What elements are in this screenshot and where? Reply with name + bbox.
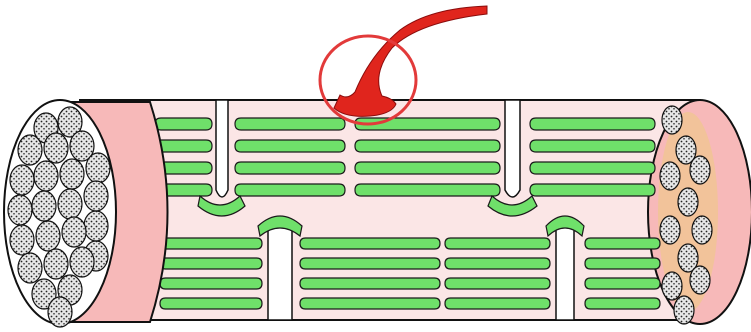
- myofibril: [692, 216, 712, 244]
- reticulum-band: [585, 258, 660, 269]
- myofibril: [660, 216, 680, 244]
- myofibril: [10, 165, 34, 195]
- myofibril: [44, 249, 68, 279]
- reticulum-band: [160, 258, 262, 269]
- myofibril: [662, 106, 682, 134]
- myofibril: [84, 211, 108, 241]
- reticulum-band: [300, 298, 440, 309]
- myofibril: [10, 225, 34, 255]
- reticulum-band: [530, 118, 655, 130]
- reticulum-band: [445, 278, 550, 289]
- transverse-tubule: [268, 220, 292, 320]
- myofibril: [70, 247, 94, 277]
- myofibril: [18, 253, 42, 283]
- reticulum-band: [300, 238, 440, 249]
- reticulum-band: [445, 298, 550, 309]
- reticulum-band: [300, 278, 440, 289]
- reticulum-band: [300, 258, 440, 269]
- myofibril: [36, 221, 60, 251]
- reticulum-band: [355, 184, 500, 196]
- reticulum-band: [160, 298, 262, 309]
- reticulum-band: [530, 140, 655, 152]
- reticulum-band: [235, 140, 345, 152]
- reticulum-band: [585, 238, 660, 249]
- myofibril: [18, 135, 42, 165]
- reticulum-band: [445, 258, 550, 269]
- myofibril: [60, 159, 84, 189]
- myofibril: [62, 217, 86, 247]
- myofibril: [58, 189, 82, 219]
- myofibril: [690, 266, 710, 294]
- myofibril: [86, 153, 110, 183]
- reticulum-band: [585, 278, 660, 289]
- reticulum-band: [235, 118, 345, 130]
- reticulum-band: [530, 184, 655, 196]
- myofibril: [690, 156, 710, 184]
- reticulum-band: [155, 118, 212, 130]
- myofibril: [660, 162, 680, 190]
- myofibril: [84, 181, 108, 211]
- myofibril: [32, 191, 56, 221]
- transverse-tubule: [556, 220, 574, 320]
- myofibril: [662, 272, 682, 300]
- reticulum-band: [355, 162, 500, 174]
- myofibril: [674, 296, 694, 324]
- myofibril: [44, 133, 68, 163]
- transverse-tubule: [505, 100, 520, 197]
- reticulum-band: [530, 162, 655, 174]
- myofibril: [34, 161, 58, 191]
- transverse-tubule: [216, 100, 228, 197]
- reticulum-band: [235, 162, 345, 174]
- reticulum-band: [235, 184, 345, 196]
- reticulum-band: [155, 140, 212, 152]
- myofibril: [8, 195, 32, 225]
- reticulum-band: [160, 238, 262, 249]
- reticulum-band: [355, 140, 500, 152]
- reticulum-band: [160, 278, 262, 289]
- reticulum-band: [585, 298, 660, 309]
- myofibril: [678, 188, 698, 216]
- reticulum-band: [445, 238, 550, 249]
- myofibril: [48, 297, 72, 327]
